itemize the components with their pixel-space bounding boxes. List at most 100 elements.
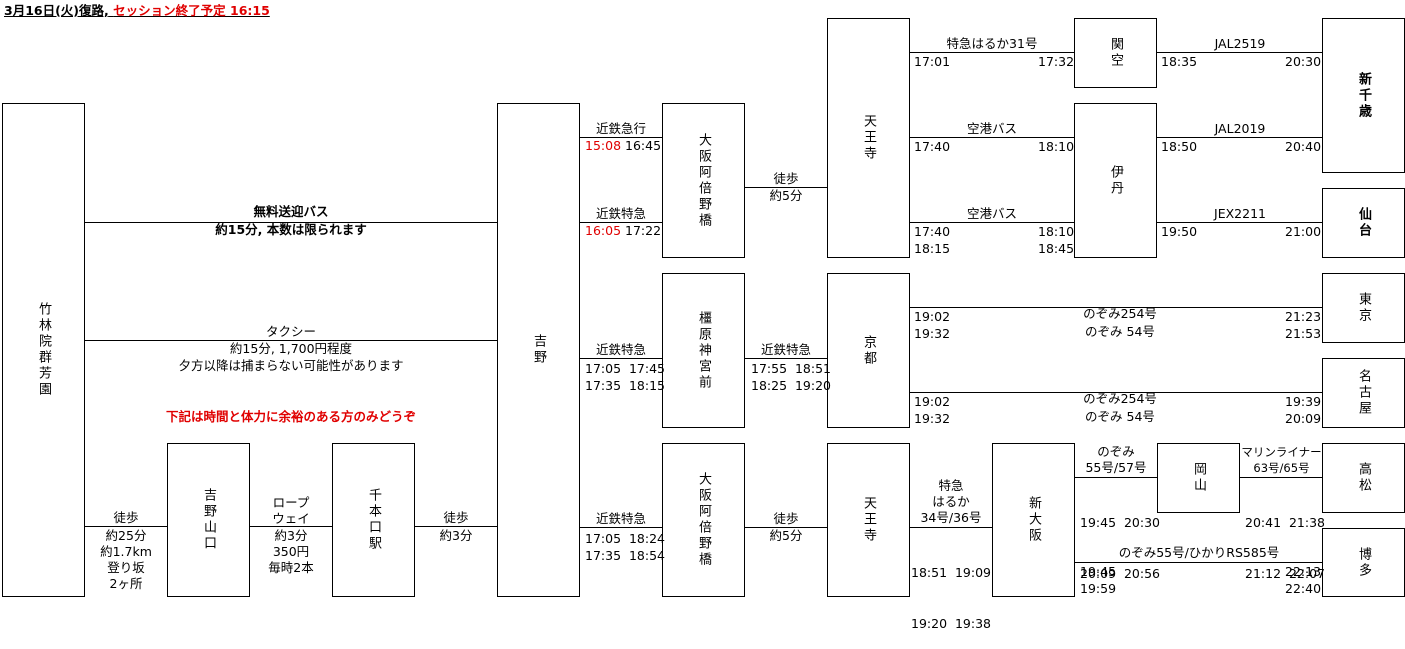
station-label: 天王寺 — [861, 114, 876, 162]
station-kanku: 関空 — [1074, 18, 1157, 88]
haruka31-line — [909, 52, 1075, 53]
haruka-shinosaka-label: 特急 はるか 34号/36号 — [909, 478, 993, 526]
bus-title: 無料送迎バス — [253, 204, 329, 219]
hakata-arr1: 22:13 — [1285, 564, 1322, 579]
tokkyu2-label: 近鉄特急 — [595, 342, 646, 357]
station-label: 新千歳 — [1356, 71, 1371, 120]
ropeway-freq: 毎時2本 — [268, 560, 314, 575]
nagoya-arr1: 19:39 — [1285, 394, 1322, 409]
station-label: 大阪阿倍野橋 — [696, 472, 711, 568]
nagoya-train1: のぞみ254号 — [1083, 391, 1157, 406]
nagoya-dep1: 19:02 — [914, 394, 951, 409]
jal2519-label: JAL2519 — [1214, 36, 1266, 51]
station-tennoji-2: 天王寺 — [827, 443, 910, 597]
station-label: 千本口駅 — [366, 488, 381, 552]
haruka-shinosaka-line — [909, 527, 993, 528]
bus-itami2-line — [909, 222, 1075, 223]
station-label: 大阪阿倍野橋 — [696, 132, 711, 229]
tokkyu3-label: 近鉄特急 — [595, 511, 646, 526]
nagoya-train2: のぞみ 54号 — [1085, 409, 1155, 424]
walk1-count: 2ヶ所 — [109, 576, 143, 591]
taxi-line1: 約15分, 1,700円程度 — [229, 341, 353, 356]
bus-itami1-dep: 17:40 — [914, 139, 951, 154]
walk2-line — [414, 526, 498, 527]
jex2211-label: JEX2211 — [1214, 206, 1266, 221]
ropeway-details: 約3分 350円 毎時2本 — [249, 528, 333, 576]
station-shin-chitose: 新千歳 — [1322, 18, 1405, 173]
nozomi-okayama-label: のぞみ 55号/57号 — [1075, 444, 1157, 476]
kyuko-line — [579, 137, 663, 138]
nagoya-line — [909, 392, 1323, 393]
hakata-line — [1075, 562, 1323, 563]
walk3-label: 徒歩 — [773, 171, 799, 186]
station-label: 橿原神宮前 — [696, 310, 711, 391]
walk4-label: 徒歩 — [773, 511, 799, 526]
station-label: 東京 — [1356, 292, 1371, 324]
station-shinosaka: 新大阪 — [992, 443, 1075, 597]
station-label: 天王寺 — [861, 496, 876, 544]
jex2211-arr: 21:00 — [1285, 224, 1322, 239]
marine-line — [1240, 477, 1323, 478]
station-sendai: 仙台 — [1322, 188, 1405, 258]
haruka-shinosaka-l2: はるか — [932, 494, 970, 509]
tokkyu1-arr: 17:22 — [625, 223, 662, 238]
tokkyu3-row1: 17:05 18:24 — [585, 531, 665, 546]
bus-itami1-arr: 18:10 — [1038, 139, 1075, 154]
kyoto-line — [744, 358, 828, 359]
bus-itami1-line — [909, 137, 1075, 138]
station-takamatsu: 高松 — [1322, 443, 1405, 513]
jal2519-line — [1157, 52, 1323, 53]
tokkyu3-line — [579, 527, 663, 528]
marine-label: マリンライナー 63号/65号 — [1240, 444, 1323, 476]
nozomi-okayama-row2: 20:09 20:56 — [1080, 566, 1160, 581]
station-yoshino: 吉野 — [497, 103, 580, 597]
station-label: 高松 — [1356, 462, 1371, 494]
bus-itami2-dep1: 17:40 — [914, 224, 951, 239]
station-chikurin: 竹林院群芳園 — [2, 103, 85, 597]
jex2211-dep: 19:50 — [1161, 224, 1198, 239]
ropeway-name1: ロープ — [272, 495, 310, 510]
walk3-line — [744, 187, 828, 188]
station-label: 博多 — [1356, 546, 1371, 579]
station-nagoya: 名古屋 — [1322, 358, 1405, 428]
haruka31-label: 特急はるか31号 — [946, 36, 1038, 51]
jal2019-label: JAL2019 — [1214, 121, 1266, 136]
hakata-arr2: 22:40 — [1285, 581, 1322, 596]
station-okayama: 岡山 — [1157, 443, 1240, 513]
header: 3月16日(火)復路, セッション終了予定 16:15 — [4, 4, 270, 18]
ropeway-line — [249, 526, 333, 527]
bus-itami2-label: 空港バス — [966, 206, 1017, 221]
kyoto-train-label: 近鉄特急 — [760, 342, 811, 357]
station-label: 岡山 — [1191, 462, 1206, 494]
marine-row2: 21:12 22:07 — [1245, 566, 1325, 581]
kyuko-dep: 15:08 — [585, 138, 622, 153]
tokkyu1-line — [579, 222, 663, 223]
station-label: 仙台 — [1356, 207, 1371, 239]
walk1-slope: 登り坂 — [107, 560, 145, 575]
bus-itami2-dep2: 18:15 — [914, 241, 951, 256]
haruka-shinosaka-l1: 特急 — [938, 478, 964, 493]
tokkyu2-line — [579, 358, 663, 359]
tokyo-train2: のぞみ 54号 — [1085, 324, 1155, 339]
walk1-distance: 約1.7km — [100, 544, 152, 559]
jex2211-line — [1157, 222, 1323, 223]
taxi-title: タクシー — [265, 324, 316, 339]
kyuko-label: 近鉄急行 — [595, 121, 646, 136]
tokkyu1-label: 近鉄特急 — [595, 206, 646, 221]
haruka-shinosaka-l3: 34号/36号 — [920, 510, 982, 525]
header-date: 3月16日(火)復路, — [4, 3, 109, 18]
haruka31-arr: 17:32 — [1038, 54, 1075, 69]
bus-itami2-arr1: 18:10 — [1038, 224, 1075, 239]
kyuko-times: 15:08 16:45 — [585, 139, 661, 153]
nozomi-okayama-l1: のぞみ — [1097, 444, 1135, 459]
walk1-line — [84, 526, 167, 527]
walk1-label: 徒歩 — [113, 510, 139, 525]
ropeway-name: ロープ ウェイ — [249, 495, 333, 527]
tokkyu1-dep: 16:05 — [585, 223, 622, 238]
tokyo-arr1: 21:23 — [1285, 309, 1322, 324]
station-hakata: 博多 — [1322, 528, 1405, 597]
hakata-label: のぞみ55号/ひかりRS585号 — [1118, 545, 1280, 560]
tokyo-train1: のぞみ254号 — [1083, 306, 1157, 321]
station-label: 名古屋 — [1356, 369, 1371, 417]
